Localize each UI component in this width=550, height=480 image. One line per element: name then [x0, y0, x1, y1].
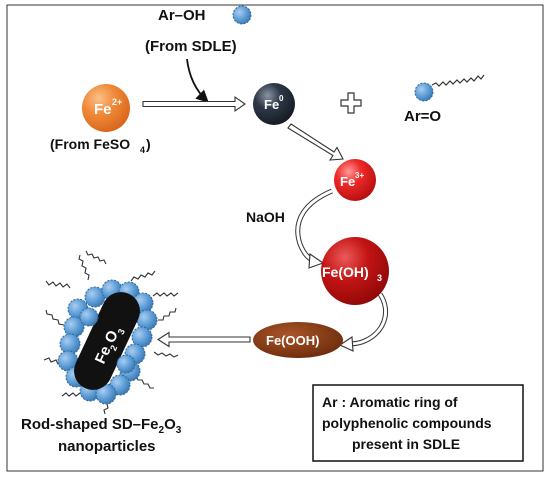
svg-text:Rod-shaped SD–Fe2O3: Rod-shaped SD–Fe2O3 — [21, 416, 182, 436]
blue-bead-icon — [232, 5, 252, 25]
fe2-sphere: Fe 2+ — [82, 84, 130, 132]
dehydration-curved-arrow — [338, 292, 389, 352]
outer-frame — [6, 4, 544, 472]
legend-line1: Ar : Aromatic ring of — [322, 394, 458, 410]
wavy-tail-icon — [431, 74, 485, 87]
oxidized-ar-o: Ar=O — [404, 74, 485, 125]
blue-bead-icon — [414, 82, 434, 102]
product-line1-prefix: Rod-shaped SD–Fe — [21, 416, 159, 433]
fe0-charge: 0 — [279, 94, 284, 103]
fe2-charge: 2+ — [112, 97, 122, 107]
hollow-arrow-product — [156, 331, 251, 348]
fe0-sphere: Fe 0 — [253, 83, 295, 125]
fe3-charge: 3+ — [355, 171, 364, 180]
naoh-curved-arrow — [295, 188, 334, 269]
feooh-label: Fe(OOH) — [266, 333, 319, 348]
product-line2: nanoparticles — [58, 438, 156, 455]
feoh3-sub: 3 — [377, 273, 382, 283]
fe2-source-suffix: ) — [146, 136, 151, 152]
hollow-arrow-reduction — [142, 95, 246, 113]
fe3-sphere: Fe 3+ — [334, 159, 376, 201]
rod-label-sub2: 3 — [116, 327, 127, 336]
blue-bead-front — [79, 307, 136, 374]
feoh3-label: Fe(OH) — [322, 264, 369, 280]
reagent-formula: Ar–OH — [158, 7, 206, 24]
rod-label-sub1: 2 — [108, 344, 119, 353]
legend-box: Ar : Aromatic ring of polyphenolic compo… — [312, 384, 524, 462]
fe2o3-rod: Fe 2 O 3 — [74, 292, 140, 390]
legend-line3: present in SDLE — [352, 436, 460, 452]
fe3-label: Fe — [340, 174, 355, 189]
product-line1-sub1: 2 — [159, 425, 165, 436]
hollow-arrow-oxidation — [287, 123, 344, 161]
feooh-ellipse: Fe(OOH) — [253, 322, 343, 358]
nanorod-cluster: Fe 2 O 3 — [43, 250, 179, 415]
oxidized-formula: Ar=O — [404, 108, 441, 125]
legend-line2: polyphenolic compounds — [322, 415, 492, 431]
product-label: Rod-shaped SD–Fe2O3 nanoparticles — [21, 416, 182, 455]
fe2-source-sub: 4 — [140, 145, 145, 155]
reagent-curved-arrow — [186, 58, 209, 103]
fe2-source-label: (From FeSO 4 ) — [50, 136, 151, 155]
fe2-label: Fe — [94, 101, 112, 118]
product-line1-mid: O — [164, 416, 176, 433]
plus-sign-icon — [340, 92, 362, 114]
reagent-ar-oh: Ar–OH (From SDLE) — [145, 5, 252, 55]
rod-label-fe: Fe — [92, 343, 115, 366]
fe0-label: Fe — [264, 97, 279, 112]
fe2-source-prefix: (From FeSO — [50, 136, 130, 152]
reagent-source: (From SDLE) — [145, 38, 237, 55]
feoh3-sphere: Fe(OH) 3 — [321, 237, 389, 305]
naoh-label: NaOH — [246, 209, 285, 225]
product-line1-sub2: 3 — [176, 425, 182, 436]
ligand-tails — [43, 250, 179, 415]
